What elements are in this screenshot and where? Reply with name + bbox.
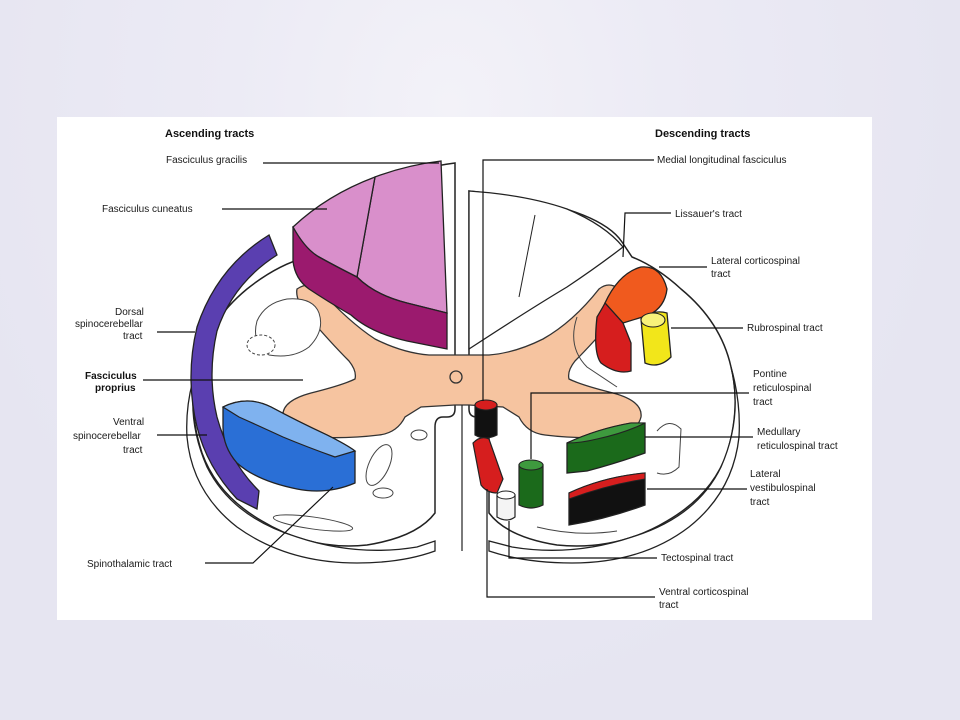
medial-longitudinal-fasciculus-label: Medial longitudinal fasciculus bbox=[657, 155, 787, 166]
pontine-reticulospinal-leader bbox=[530, 392, 749, 459]
fasciculus-gracilis-label: Fasciculus gracilis bbox=[166, 155, 247, 166]
central-canal bbox=[449, 370, 463, 384]
medullary-reticulospinal-label-line1: Medullary bbox=[757, 427, 800, 438]
tectospinal-leader bbox=[508, 521, 657, 559]
pontine-reticulospinal-label-line2: reticulospinal bbox=[753, 383, 811, 394]
medullary-reticulospinal-label-line2: reticulospinal tract bbox=[757, 441, 838, 452]
spinal-cord-diagram-panel: Ascending tracts Descending tracts Fasci… bbox=[57, 117, 872, 620]
ascending-tracts-heading: Ascending tracts bbox=[165, 128, 254, 140]
gray-matter bbox=[282, 284, 642, 439]
ventral-corticospinal-label-line2: tract bbox=[659, 600, 679, 611]
fasciculus-proprius-label-line1: Fasciculus bbox=[85, 371, 137, 382]
lateral-vestibulospinal-label-line3: tract bbox=[750, 497, 770, 508]
fasciculus-proprius-label-line2: proprius bbox=[95, 383, 136, 394]
white-matter-details-left bbox=[246, 298, 428, 532]
ventral-spinocerebellar-label-line2: spinocerebellar bbox=[73, 431, 141, 442]
dorsal-spinocerebellar-label-line1: Dorsal bbox=[115, 307, 144, 318]
pontine-reticulospinal-label-line1: Pontine bbox=[753, 369, 787, 380]
lissauers-tract-leader bbox=[622, 212, 671, 258]
pontine-reticulospinal-label-line3: tract bbox=[753, 397, 773, 408]
lateral-corticospinal-tract bbox=[604, 266, 668, 324]
lateral-corticospinal-label-line1: Lateral corticospinal bbox=[711, 256, 800, 267]
ventral-corticospinal-label-line1: Ventral corticospinal bbox=[659, 587, 749, 598]
spinothalamic-label: Spinothalamic tract bbox=[87, 559, 172, 570]
medial-longitudinal-fasciculus-leader bbox=[482, 159, 654, 401]
descending-tracts-heading: Descending tracts bbox=[655, 128, 750, 140]
ventral-corticospinal-leader bbox=[486, 489, 655, 598]
ventral-corticospinal-tract bbox=[472, 437, 504, 494]
ventral-spinocerebellar-label-line3: tract bbox=[123, 445, 143, 456]
lateral-corticospinal-label-line2: tract bbox=[711, 269, 731, 280]
pontine-reticulospinal-tract bbox=[518, 464, 544, 509]
spinothalamic-leader bbox=[205, 486, 334, 564]
spinal-cord-cross-section: Ascending tracts Descending tracts Fasci… bbox=[73, 128, 838, 611]
fasciculus-cuneatus-label: Fasciculus cuneatus bbox=[102, 204, 193, 215]
dorsal-spinocerebellar-label-line2: spinocerebellar bbox=[75, 319, 143, 330]
dorsal-spinocerebellar-tract bbox=[190, 234, 278, 510]
white-matter-details-right bbox=[536, 316, 682, 534]
lateral-vestibulospinal-label-line1: Lateral bbox=[750, 469, 781, 480]
fasciculus-cuneatus-tract bbox=[292, 226, 448, 350]
lissauers-tract-label: Lissauer's tract bbox=[675, 209, 742, 220]
tectospinal-tract bbox=[496, 494, 516, 521]
ventral-spinocerebellar-label-line1: Ventral bbox=[113, 417, 144, 428]
lateral-vestibulospinal-label-line2: vestibulospinal bbox=[750, 483, 816, 494]
rubrospinal-label: Rubrospinal tract bbox=[747, 323, 823, 334]
tectospinal-label: Tectospinal tract bbox=[661, 553, 733, 564]
dorsal-spinocerebellar-label-line3: tract bbox=[123, 331, 143, 342]
